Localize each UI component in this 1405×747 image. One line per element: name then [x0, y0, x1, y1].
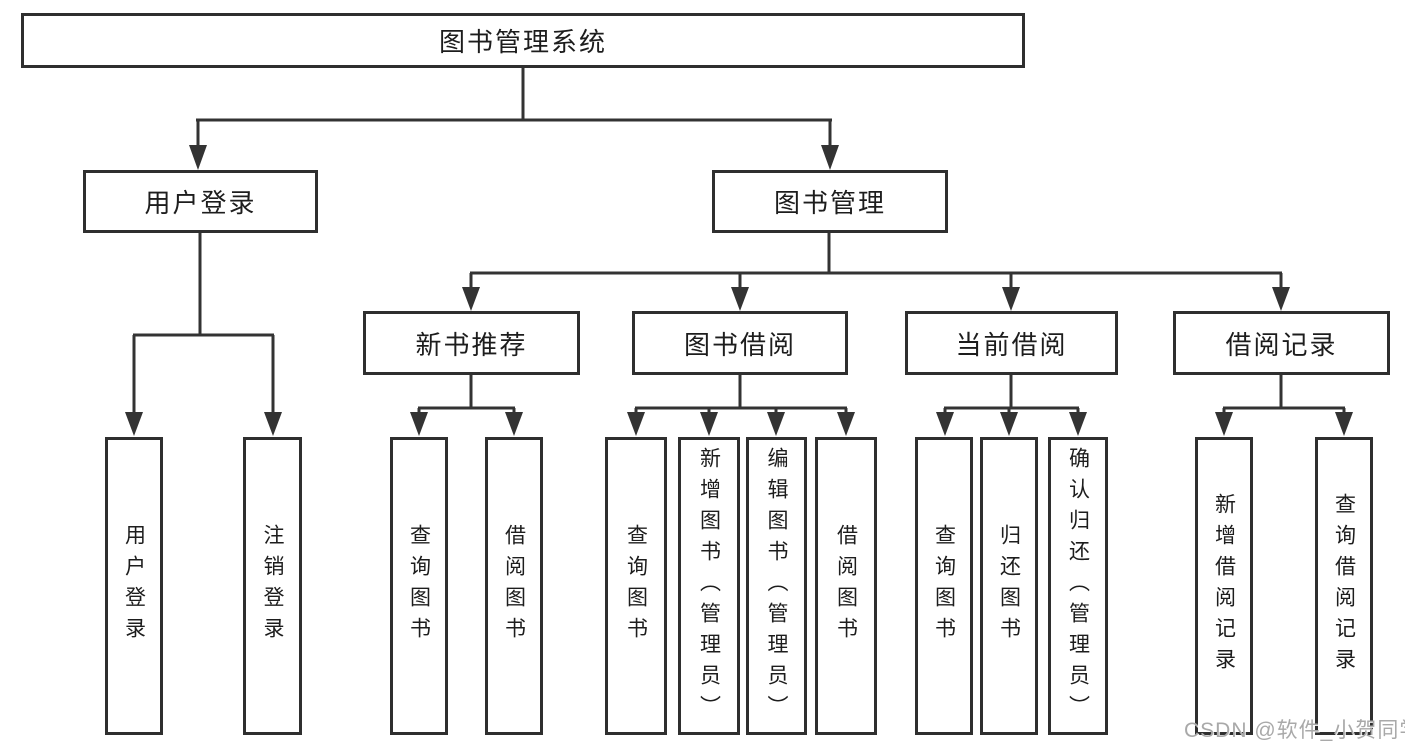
leaf-confirm-return-admin-label: 确认归还（管理员） — [1066, 446, 1090, 726]
node-borrowing-records: 借阅记录 — [1173, 311, 1390, 375]
node-root-label: 图书管理系统 — [438, 27, 607, 57]
leaf-add-borrow-record-label: 新增借阅记录 — [1212, 493, 1236, 679]
leaf-add-books-admin: 新增图书（管理员） — [678, 437, 740, 735]
csdn-watermark: CSDN @软件_小贺同学 — [1184, 719, 1405, 742]
leaf-borrow-books-label: 借阅图书 — [834, 524, 858, 648]
leaf-borrow-books: 借阅图书 — [815, 437, 877, 735]
node-current-borrowing: 当前借阅 — [905, 311, 1118, 375]
leaf-borrow-books-recommend: 借阅图书 — [485, 437, 543, 735]
node-current-borrowing-label: 当前借阅 — [955, 329, 1068, 360]
leaf-confirm-return-admin: 确认归还（管理员） — [1048, 437, 1108, 735]
leaf-edit-books-admin: 编辑图书（管理员） — [746, 437, 807, 735]
leaf-add-borrow-record: 新增借阅记录 — [1195, 437, 1253, 735]
leaf-add-books-admin-label: 新增图书（管理员） — [697, 446, 721, 726]
leaf-edit-books-admin-label: 编辑图书（管理员） — [765, 446, 788, 726]
node-new-book-recommend: 新书推荐 — [363, 311, 580, 375]
leaf-query-borrow-record: 查询借阅记录 — [1315, 437, 1373, 735]
leaf-query-borrow-record-label: 查询借阅记录 — [1332, 493, 1356, 679]
leaf-query-books-recommend: 查询图书 — [390, 437, 448, 735]
node-borrowing-records-label: 借阅记录 — [1225, 329, 1338, 360]
leaf-query-books-recommend-label: 查询图书 — [407, 524, 431, 648]
node-root: 图书管理系统 — [21, 13, 1025, 68]
node-book-borrowing: 图书借阅 — [632, 311, 848, 375]
leaf-query-books-current-label: 查询图书 — [932, 524, 956, 648]
node-user-login-label: 用户登录 — [144, 188, 257, 218]
node-book-management: 图书管理 — [712, 170, 948, 233]
leaf-query-books-current: 查询图书 — [915, 437, 973, 735]
leaf-query-books-borrow-label: 查询图书 — [624, 524, 648, 648]
leaf-logout: 注销登录 — [243, 437, 302, 735]
arrowheads — [125, 145, 1353, 436]
leaf-return-books-label: 归还图书 — [997, 524, 1021, 648]
tree-edges — [132, 68, 1346, 415]
leaf-return-books: 归还图书 — [980, 437, 1038, 735]
leaf-query-books-borrow: 查询图书 — [605, 437, 667, 735]
node-book-borrowing-label: 图书借阅 — [683, 329, 796, 360]
leaf-user-login-label: 用户登录 — [122, 524, 146, 648]
node-user-login: 用户登录 — [83, 170, 318, 233]
leaf-borrow-books-recommend-label: 借阅图书 — [502, 524, 526, 648]
node-book-management-label: 图书管理 — [773, 188, 886, 218]
leaf-logout-label: 注销登录 — [261, 524, 284, 648]
node-new-book-recommend-label: 新书推荐 — [415, 329, 528, 360]
leaf-user-login: 用户登录 — [105, 437, 163, 735]
